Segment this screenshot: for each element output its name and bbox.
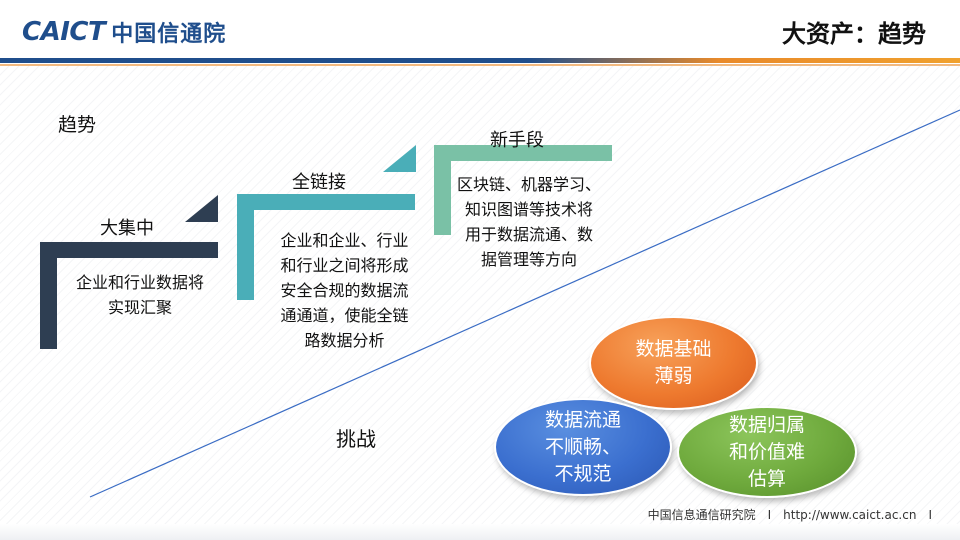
trend-label: 趋势 — [58, 114, 97, 136]
challenge-bubble-circulation: 数据流通 不顺畅、 不规范 — [494, 398, 672, 496]
challenge-label: 挑战 — [336, 427, 376, 451]
step-1-description: 企业和行业数据将 实现汇聚 — [75, 273, 204, 317]
header-divider-accent — [0, 64, 960, 66]
step-3-title: 新手段 — [490, 130, 544, 151]
header-divider — [0, 58, 960, 63]
challenge-bubble-ownership-value: 数据归属 和价值难 估算 — [677, 406, 857, 498]
footer-bar — [0, 524, 960, 540]
logo-chinese: 中国信通院 — [111, 22, 227, 47]
step-1-title: 大集中 — [100, 218, 154, 239]
step-2-description: 企业和企业、行业 和行业之间将形成 安全合规的数据流 通通道，使能全链 路数据分… — [280, 231, 409, 350]
challenge-text: 数据归属 和价值难 估算 — [728, 413, 805, 490]
step-2-title: 全链接 — [292, 172, 346, 193]
challenge-bubble-weak-foundation: 数据基础 薄弱 — [589, 316, 758, 410]
step-3-description: 区块链、机器学习、 知识图谱等技术将 用于数据流通、数 据管理等方向 — [456, 175, 601, 269]
footer-text: 中国信息通信研究院 I http://www.caict.ac.cn I — [647, 508, 932, 522]
slide-title: 大资产：趋势 — [782, 20, 926, 48]
challenge-text: 数据流通 不顺畅、 不规范 — [544, 408, 621, 485]
logo-english: CAICT — [22, 17, 106, 47]
slide-header: CAICT 中国信通院 大资产：趋势 — [0, 0, 960, 66]
caict-logo: CAICT 中国信通院 — [22, 16, 226, 48]
challenge-text: 数据基础 薄弱 — [635, 338, 712, 387]
